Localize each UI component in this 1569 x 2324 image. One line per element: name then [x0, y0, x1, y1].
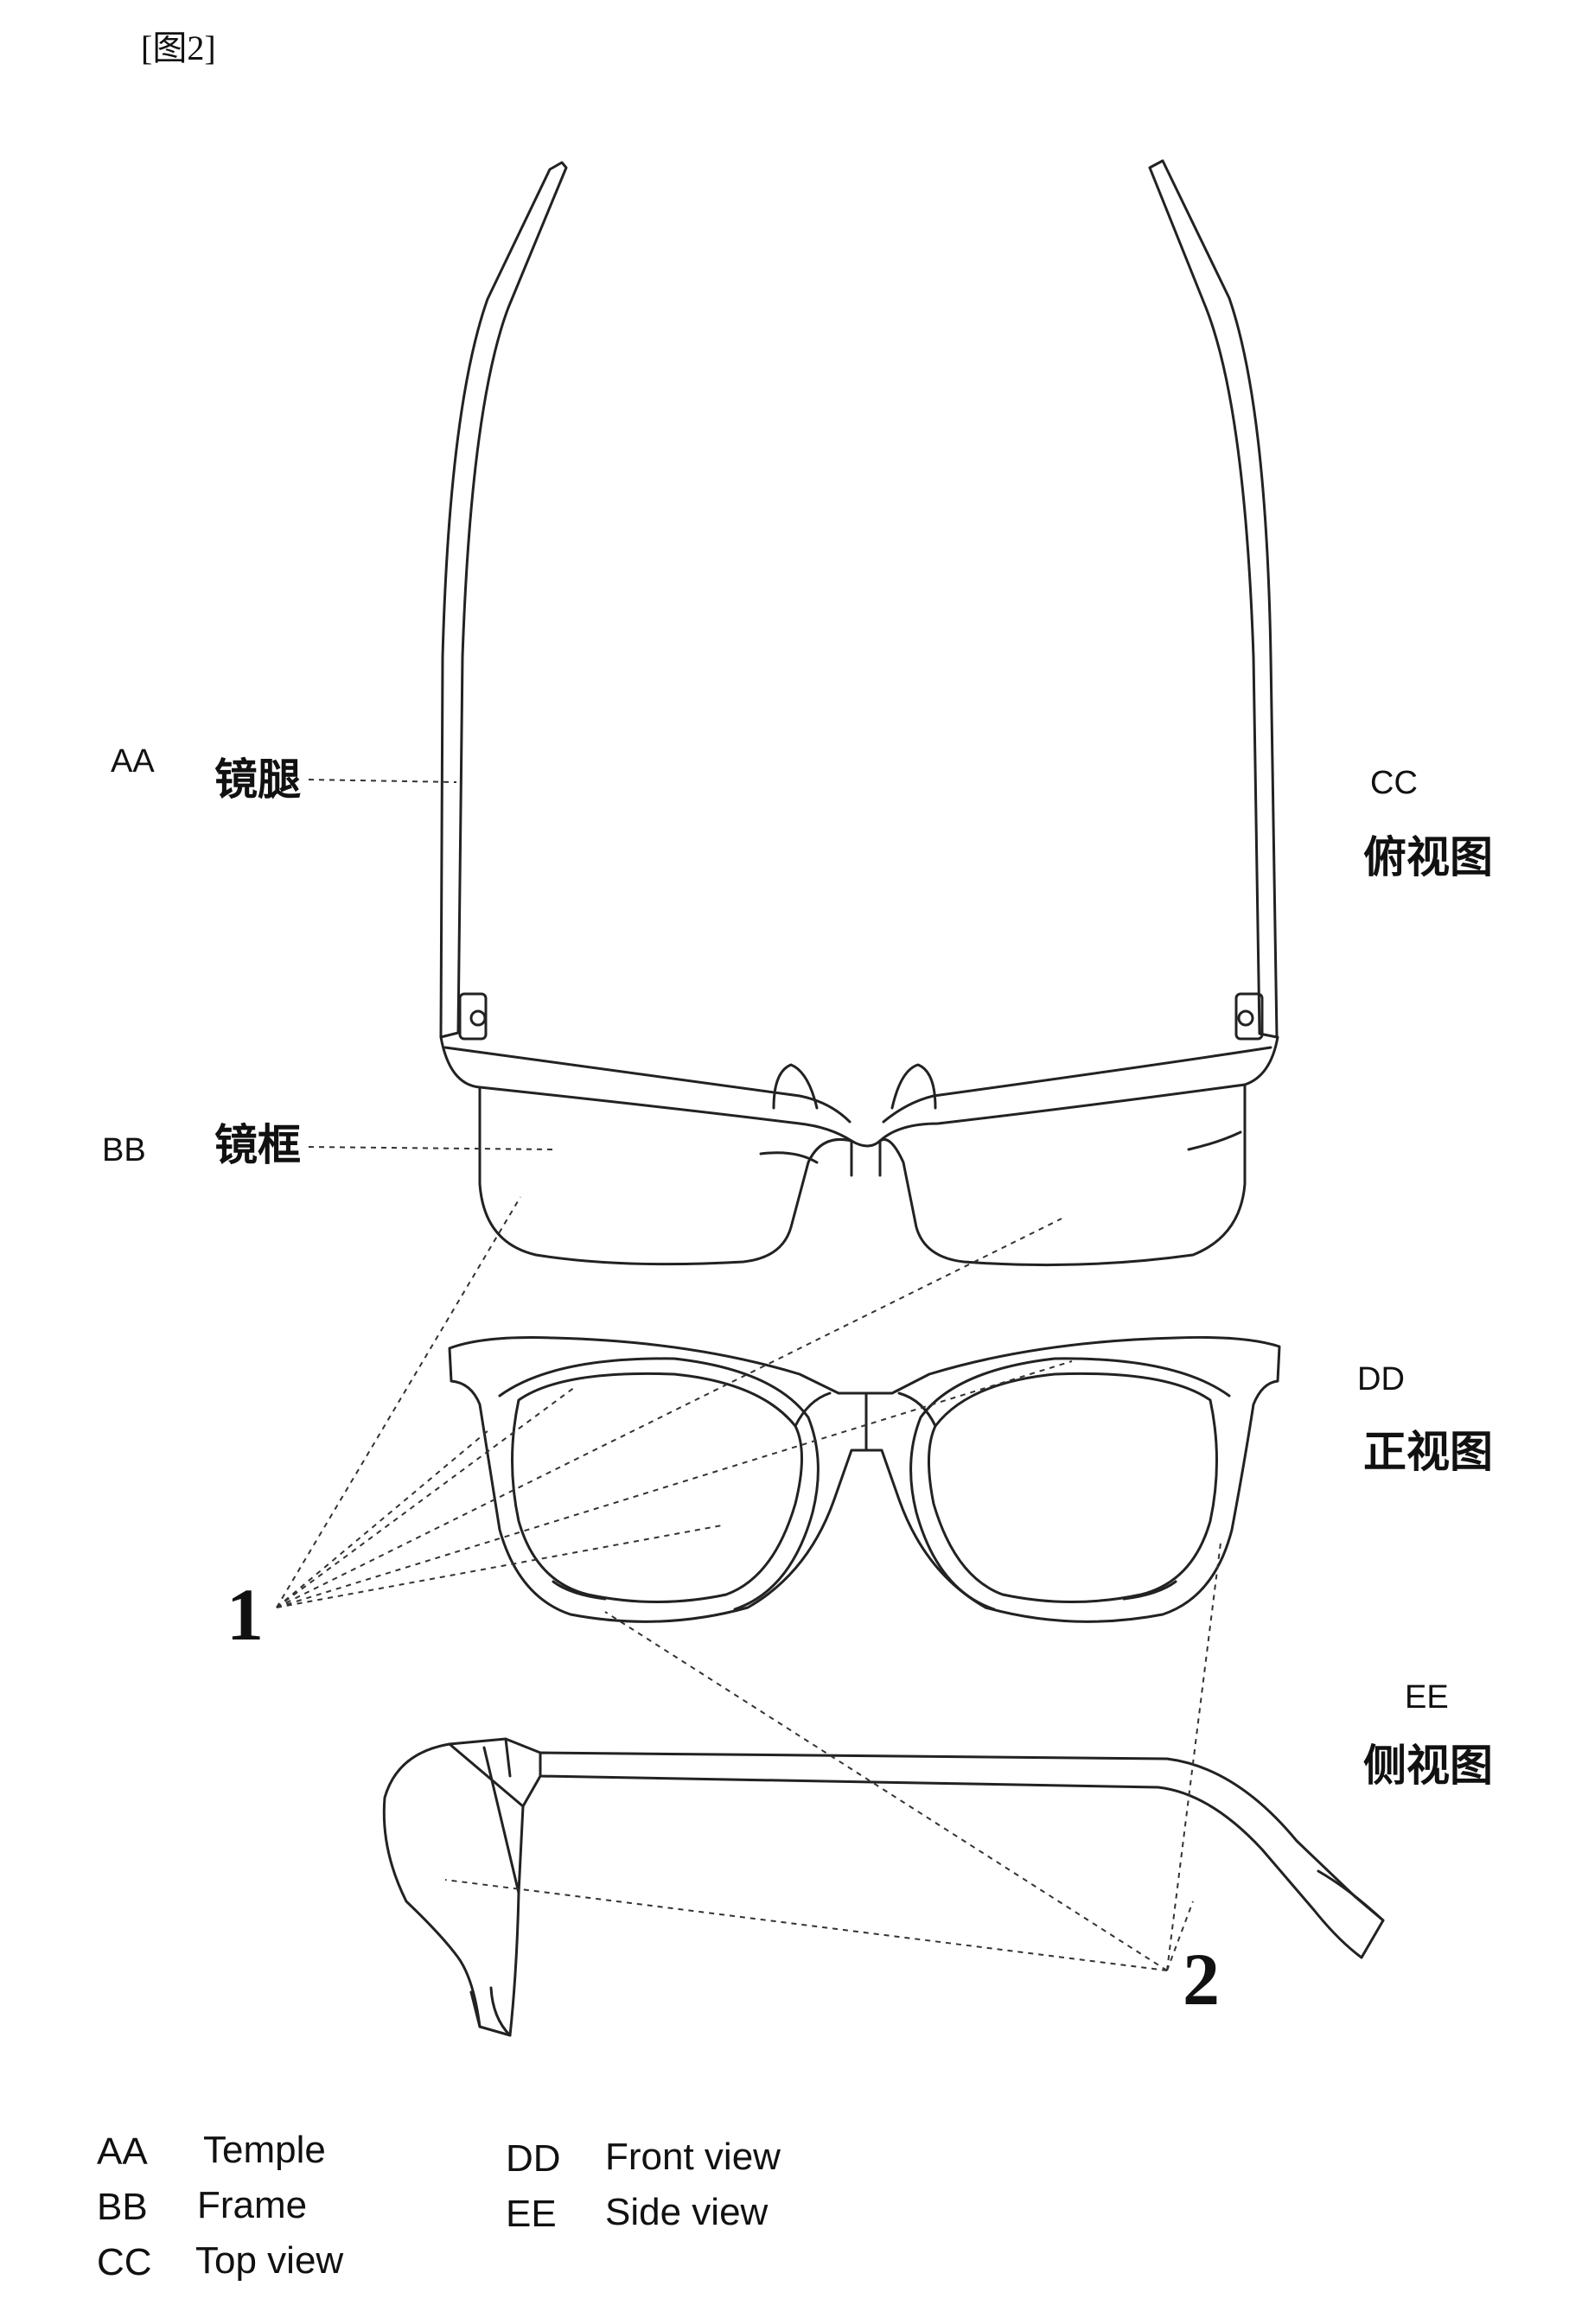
label-side-view-cn: 侧视图 — [1363, 1741, 1493, 1791]
top-view-left-nose-pad — [772, 1063, 819, 1110]
top-view-left-lens — [478, 1086, 853, 1266]
legend-code-ee: EE — [506, 2193, 557, 2235]
legend-code-dd: DD — [506, 2137, 561, 2180]
front-view-left-lens — [511, 1372, 803, 1603]
label-code-aa: AA — [111, 743, 155, 780]
figure-title: [图2] — [141, 29, 216, 67]
label-code-dd: DD — [1357, 1361, 1405, 1398]
top-view-right-hinge — [1234, 992, 1264, 1041]
front-view-right-lens — [928, 1372, 1218, 1603]
legend-code-aa: AA — [97, 2130, 148, 2173]
leader-lines — [276, 779, 1221, 1971]
top-view-right-lens — [878, 1083, 1247, 1267]
legend-code-cc: CC — [97, 2241, 152, 2283]
top-view-left-hinge — [458, 992, 488, 1041]
top-view-front-rim — [439, 1035, 1279, 1148]
legend-code-bb: BB — [97, 2186, 148, 2228]
side-view-temple — [539, 1751, 1385, 1959]
label-code-bb: BB — [102, 1132, 146, 1168]
top-view-drawing — [439, 159, 1279, 1267]
label-code-ee: EE — [1405, 1679, 1449, 1716]
label-front-view-cn: 正视图 — [1363, 1427, 1493, 1477]
side-view-frame-front — [382, 1737, 542, 2037]
side-view-drawing — [382, 1737, 1385, 2037]
label-code-cc: CC — [1370, 765, 1418, 801]
reference-numeral-2: 2 — [1183, 1938, 1220, 2021]
top-view-right-nose-pad — [890, 1063, 937, 1110]
top-view-left-temple — [439, 161, 568, 1039]
side-view-lens — [448, 1742, 525, 1894]
legend-text-frame: Frame — [197, 2184, 308, 2226]
label-frame-cn: 镜框 — [214, 1120, 301, 1170]
reference-numeral-1: 1 — [226, 1573, 264, 1656]
label-top-view-cn: 俯视图 — [1363, 832, 1493, 882]
front-view-drawing — [448, 1335, 1281, 1623]
top-view-right-temple — [1148, 159, 1279, 1039]
label-temple-cn: 镜腿 — [214, 755, 301, 805]
legend-text-temple: Temple — [203, 2129, 326, 2171]
legend-text-top-view: Top view — [195, 2239, 344, 2282]
front-view-frame-outline — [448, 1335, 1281, 1623]
legend-text-front-view: Front view — [605, 2136, 781, 2178]
legend-text-side-view: Side view — [605, 2191, 769, 2233]
